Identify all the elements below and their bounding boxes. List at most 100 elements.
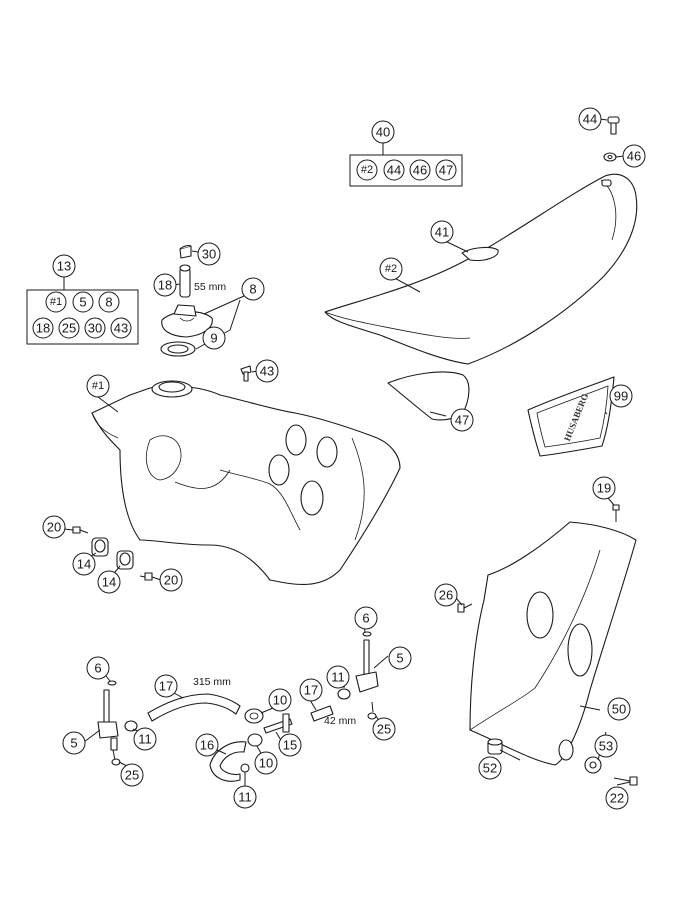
callout-5b: 5 [388,646,412,670]
callout-18: 18 [153,273,177,297]
svg-text:46: 46 [413,163,427,178]
callout-41: 41 [430,220,454,244]
kit-13-item-4: 18 [32,317,54,339]
svg-text:10: 10 [259,756,273,771]
seat-washer [603,152,617,162]
svg-text:50: 50 [612,702,626,717]
side-cover [469,521,637,766]
hose-clamp-11b [337,688,351,700]
callout-52: 52 [478,756,502,780]
callout-19: 19 [592,476,616,500]
svg-text:44: 44 [583,112,597,127]
svg-text:10: 10 [273,693,287,708]
grommet-53 [584,756,602,774]
callout-5a: 5 [62,731,86,755]
svg-text:13: 13 [57,259,71,274]
screw-25b [367,701,377,720]
side-cover-screw-26 [457,603,473,613]
seat [324,173,638,365]
decal: HUSABERG [527,376,615,457]
svg-text:8: 8 [105,295,112,310]
kit-13-item-7: 43 [110,317,132,339]
svg-text:#2: #2 [385,263,397,275]
callout-6b: 6 [354,606,378,630]
hose-42 [310,705,334,722]
svg-text:47: 47 [439,163,453,178]
callout-26: 26 [434,583,458,607]
svg-text:11: 11 [238,790,252,805]
dim-fuel-hose: 315 mm [193,676,231,688]
kit-40-item-4: 47 [435,159,457,181]
svg-text:47: 47 [455,413,469,428]
callout-11b: 11 [326,665,350,689]
dim-short-hose: 42 mm [324,715,356,727]
svg-text:52: 52 [483,761,497,776]
tank-screw [240,365,252,382]
fuel-hose-315 [147,693,241,722]
side-cover-screw-19 [612,504,620,522]
group-13-kit: #1 5 8 18 25 30 43 [26,277,139,345]
kit-40-item-3: 46 [409,159,431,181]
callout-14a: 14 [72,552,96,576]
kit-13-item-5: 25 [58,317,80,339]
kit-40-item-2: 44 [383,159,405,181]
svg-text:6: 6 [362,611,369,626]
svg-text:5: 5 [79,295,86,310]
kit-13-item-1: #1 [45,291,67,313]
svg-text:40: 40 [376,125,390,140]
seat-bolt [607,116,620,135]
svg-text:43: 43 [114,321,128,336]
hose-clamp-11c [240,763,250,773]
callout-10b: 10 [254,751,278,775]
grommet-52 [487,738,503,755]
vent-hose [179,264,191,298]
svg-text:8: 8 [249,282,256,297]
callout-30: 30 [197,242,221,266]
side-cover-bolt-22 [613,776,638,786]
callout-22: 22 [605,786,629,810]
callout-6a: 6 [86,656,110,680]
callout-13: 13 [52,254,76,278]
kit-13-item-2: 5 [72,291,94,313]
svg-text:99: 99 [614,389,628,404]
callout-20b: 20 [159,568,183,592]
callout-11c: 11 [233,785,257,809]
kit-13-item-6: 30 [84,317,106,339]
svg-text:6: 6 [94,661,101,676]
callout-40: 40 [371,120,395,144]
hose-clamp-11a [124,720,138,732]
callout-44: 44 [578,107,602,131]
callout-11a: 11 [133,727,157,751]
callout-16: 16 [195,733,219,757]
svg-text:20: 20 [164,573,178,588]
t-piece [263,713,293,734]
svg-text:5: 5 [396,651,403,666]
svg-text:11: 11 [331,670,345,685]
screw-25a [111,749,121,766]
dim-vent-hose: 55 mm [194,281,226,293]
fuel-cap [161,304,213,338]
callout-2: #2 [379,257,403,281]
svg-text:44: 44 [387,163,401,178]
hose-clamp-10b [247,733,263,747]
svg-text:30: 30 [202,247,216,262]
callout-14b: 14 [97,570,121,594]
callout-8: 8 [241,277,265,301]
vent-cap [179,245,192,259]
callout-46: 46 [622,144,646,168]
svg-text:15: 15 [283,738,297,753]
tank-bolt-right [139,572,153,581]
svg-text:16: 16 [200,738,214,753]
svg-text:25: 25 [377,722,391,737]
kit-40-item-1: #2 [356,159,378,181]
fuel-tap-left [97,680,119,751]
cap-seal [160,341,196,357]
hose-16 [209,741,247,782]
svg-text:30: 30 [88,321,102,336]
svg-text:26: 26 [439,588,453,603]
svg-text:25: 25 [62,321,76,336]
callout-10a: 10 [268,688,292,712]
svg-text:17: 17 [159,679,173,694]
kit-13-item-3: 8 [98,291,120,313]
